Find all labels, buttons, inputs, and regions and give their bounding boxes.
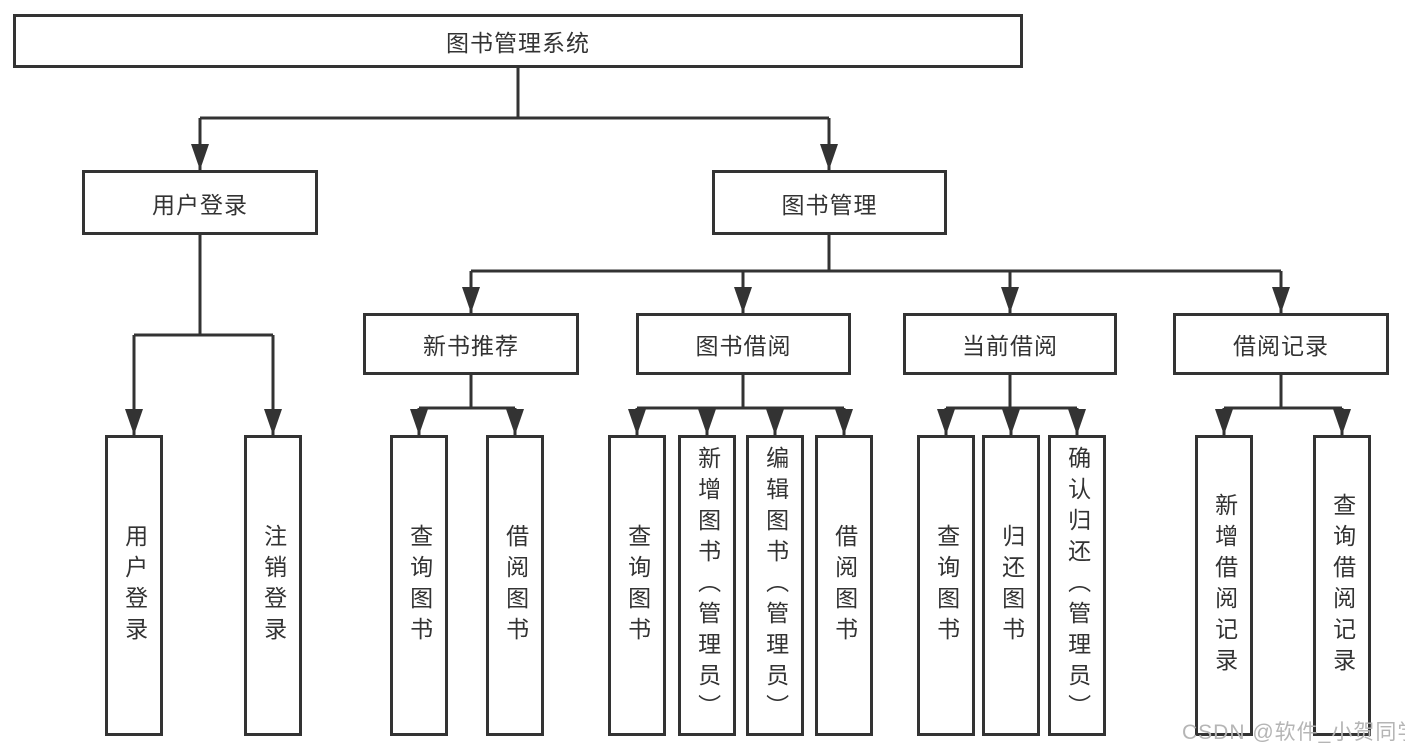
arrowhead-icon xyxy=(820,144,838,170)
arrowhead-icon xyxy=(1333,409,1351,435)
node-borrowing-records-label: 借阅记录 xyxy=(1233,333,1329,359)
arrowhead-icon xyxy=(698,409,716,435)
arrowheads xyxy=(125,144,1351,435)
leaf-borrowing-query-books-label: 查询图书 xyxy=(624,523,651,648)
arrowhead-icon xyxy=(766,409,784,435)
arrowhead-icon xyxy=(835,409,853,435)
node-current-borrowing: 当前借阅 xyxy=(903,313,1117,375)
connector-paths xyxy=(132,68,1344,435)
watermark: CSDN @软件_小贺同学 xyxy=(1182,721,1405,744)
arrowhead-icon xyxy=(506,409,524,435)
leaf-records-add-record: 新增借阅记录 xyxy=(1195,435,1253,736)
arrowhead-icon xyxy=(734,287,752,313)
arrowhead-icon xyxy=(1002,409,1020,435)
leaf-borrowing-add-books-admin-label: 新增图书（管理员） xyxy=(694,446,721,725)
leaf-current-confirm-return-admin-label: 确认归还（管理员） xyxy=(1064,446,1091,725)
leaf-current-return-books: 归还图书 xyxy=(982,435,1040,736)
leaf-borrowing-edit-books-admin-label: 编辑图书（管理员） xyxy=(762,446,789,725)
leaf-borrowing-borrow-books-label: 借阅图书 xyxy=(831,523,858,648)
node-root-label: 图书管理系统 xyxy=(446,30,590,56)
node-book-borrowing: 图书借阅 xyxy=(636,313,851,375)
leaf-borrowing-edit-books-admin: 编辑图书（管理员） xyxy=(746,435,804,736)
node-user-login-label: 用户登录 xyxy=(152,191,248,218)
leaf-newbook-borrow-books-label: 借阅图书 xyxy=(502,523,529,648)
leaf-user-login-label: 用户登录 xyxy=(121,523,148,648)
node-current-borrowing-label: 当前借阅 xyxy=(962,333,1058,359)
leaf-borrowing-add-books-admin: 新增图书（管理员） xyxy=(678,435,736,736)
leaf-records-query-record: 查询借阅记录 xyxy=(1313,435,1371,736)
node-book-management: 图书管理 xyxy=(712,170,947,235)
leaf-borrowing-query-books: 查询图书 xyxy=(608,435,666,736)
node-new-book-recommendation: 新书推荐 xyxy=(363,313,579,375)
leaf-current-confirm-return-admin: 确认归还（管理员） xyxy=(1048,435,1106,736)
node-new-book-recommendation-label: 新书推荐 xyxy=(423,333,519,359)
leaf-logout: 注销登录 xyxy=(244,435,302,736)
arrowhead-icon xyxy=(628,409,646,435)
node-book-management-label: 图书管理 xyxy=(781,191,878,218)
leaf-records-add-record-label: 新增借阅记录 xyxy=(1211,492,1238,679)
leaf-user-login: 用户登录 xyxy=(105,435,163,736)
leaf-newbook-query-books: 查询图书 xyxy=(390,435,448,736)
leaf-current-query-books: 查询图书 xyxy=(917,435,975,736)
arrowhead-icon xyxy=(410,409,428,435)
arrowhead-icon xyxy=(1215,409,1233,435)
arrowhead-icon xyxy=(1272,287,1290,313)
node-borrowing-records: 借阅记录 xyxy=(1173,313,1389,375)
node-user-login: 用户登录 xyxy=(82,170,318,235)
leaf-current-query-books-label: 查询图书 xyxy=(933,523,960,648)
leaf-logout-label: 注销登录 xyxy=(260,523,287,648)
arrowhead-icon xyxy=(937,409,955,435)
leaf-records-query-record-label: 查询借阅记录 xyxy=(1329,492,1356,679)
arrowhead-icon xyxy=(1001,287,1019,313)
arrowhead-icon xyxy=(1068,409,1086,435)
arrowhead-icon xyxy=(191,144,209,170)
node-root: 图书管理系统 xyxy=(13,14,1023,68)
arrowhead-icon xyxy=(125,409,143,435)
arrowhead-icon xyxy=(264,409,282,435)
arrowhead-icon xyxy=(462,287,480,313)
leaf-current-return-books-label: 归还图书 xyxy=(998,523,1025,648)
node-book-borrowing-label: 图书借阅 xyxy=(695,333,792,359)
leaf-borrowing-borrow-books: 借阅图书 xyxy=(815,435,873,736)
leaf-newbook-query-books-label: 查询图书 xyxy=(406,523,433,648)
leaf-newbook-borrow-books: 借阅图书 xyxy=(486,435,544,736)
